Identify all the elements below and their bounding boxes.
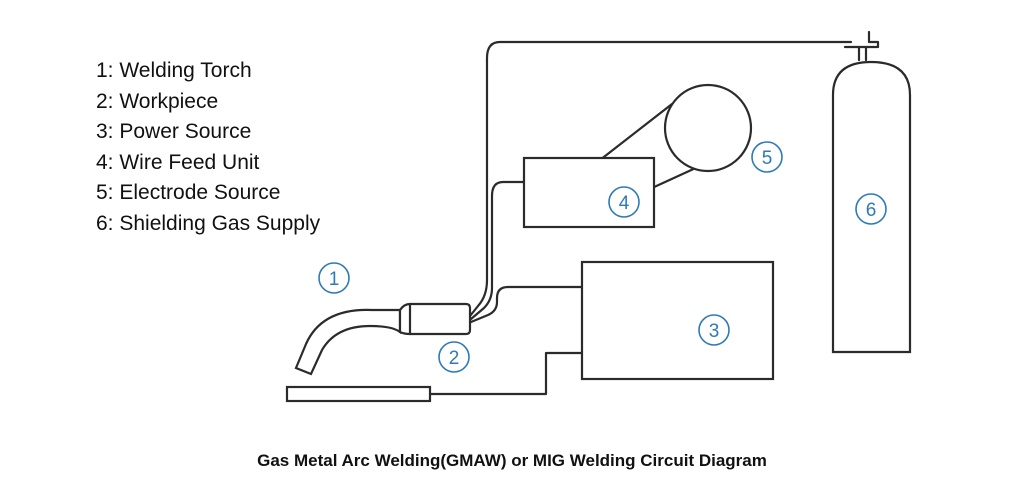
marker-5-label: 5 xyxy=(762,148,773,169)
diagram-caption: Gas Metal Arc Welding(GMAW) or MIG Weldi… xyxy=(257,451,767,470)
marker-2: 2 xyxy=(438,341,470,373)
legend-item-gas-supply: 6: Shielding Gas Supply xyxy=(96,211,321,235)
marker-2-label: 2 xyxy=(449,348,460,369)
gas-cylinder xyxy=(831,30,912,354)
workpiece-plate xyxy=(285,385,432,403)
marker-4: 4 xyxy=(608,186,640,218)
wire-feed-cable xyxy=(469,180,526,321)
ground-cable xyxy=(428,351,584,396)
marker-4-label: 4 xyxy=(619,193,630,214)
marker-1-label: 1 xyxy=(329,269,340,290)
spool-belt-top xyxy=(598,102,674,162)
legend-item-wire-feed-unit: 4: Wire Feed Unit xyxy=(96,150,260,174)
welding-torch xyxy=(294,302,472,376)
power-source-box xyxy=(580,260,775,381)
electrode-spool xyxy=(663,83,753,173)
marker-3: 3 xyxy=(698,314,730,346)
legend-item-workpiece: 2: Workpiece xyxy=(96,89,219,113)
marker-6-label: 6 xyxy=(866,200,877,221)
marker-1: 1 xyxy=(318,262,350,294)
marker-5: 5 xyxy=(751,141,783,173)
marker-6: 6 xyxy=(855,193,887,225)
legend-item-welding-torch: 1: Welding Torch xyxy=(96,59,252,82)
power-cable xyxy=(469,285,584,324)
legend: 1: Welding Torch 2: Workpiece 3: Power S… xyxy=(96,56,320,239)
marker-3-label: 3 xyxy=(709,321,720,342)
legend-item-electrode-source: 5: Electrode Source xyxy=(96,181,281,204)
legend-item-power-source: 3: Power Source xyxy=(96,120,252,143)
gas-hose xyxy=(468,40,853,318)
